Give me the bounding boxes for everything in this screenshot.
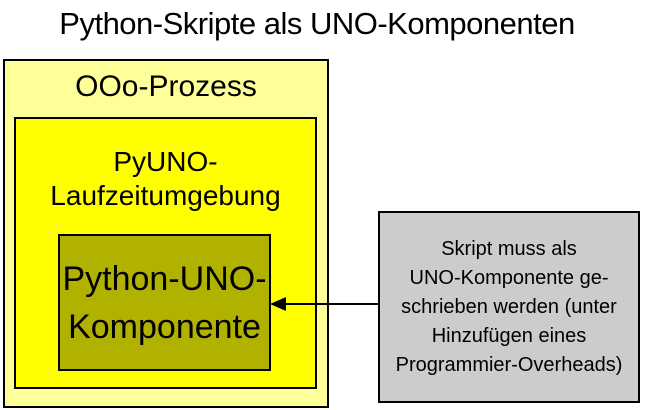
connector-arrow-line: [284, 303, 378, 305]
python-uno-component-box: Python-UNO- Komponente: [58, 234, 271, 371]
note-line: schrieben werden (unter: [401, 295, 617, 318]
note-line: Programmier-Overheads): [395, 353, 623, 376]
note-line: Skript muss als: [441, 237, 577, 260]
note-box: Skript muss als UNO-Komponente ge- schri…: [378, 211, 640, 403]
page-title: Python-Skripte als UNO-Komponenten: [59, 6, 575, 41]
ooo-process-label: OOo-Prozess: [75, 70, 257, 103]
pyuno-runtime-label-line2: Laufzeitumgebung: [50, 180, 281, 211]
python-uno-component-label-line2: Komponente: [68, 307, 261, 346]
note-line: Hinzufügen eines: [431, 324, 587, 347]
pyuno-runtime-label-line1: PyUNO-: [113, 146, 218, 177]
arrow-left-icon: [270, 297, 286, 311]
python-uno-component-label-line1: Python-UNO-: [62, 259, 267, 298]
note-line: UNO-Komponente ge-: [409, 266, 609, 289]
